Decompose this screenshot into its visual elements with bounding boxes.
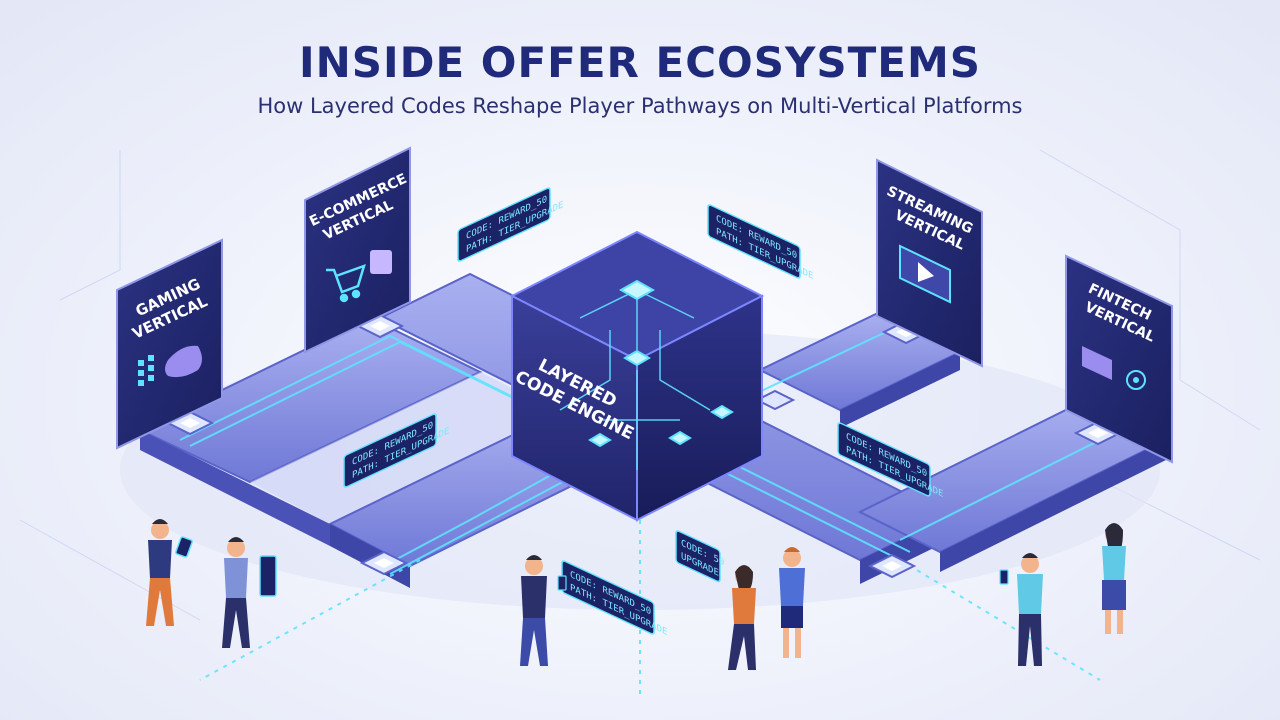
person-with-phone [520, 555, 567, 666]
page-subtitle: How Layered Codes Reshape Player Pathway… [257, 94, 1023, 118]
person-standing [1102, 523, 1126, 634]
gamepad-icon [138, 345, 202, 386]
shopping-cart-icon [326, 263, 366, 303]
panel-fintech: FINTECH VERTICAL [1065, 254, 1173, 464]
gift-box-icon [370, 250, 392, 274]
person-with-tablet [146, 519, 193, 626]
code-tag: CODE: REWARD_50 PATH: TIER_UPGRADE [457, 187, 564, 262]
person-with-phone [999, 553, 1043, 666]
panel-streaming: STREAMING VERTICAL [876, 158, 983, 368]
card-network-icon [1082, 346, 1146, 390]
layered-code-engine: LAYERED CODE ENGINE [509, 230, 765, 522]
person-with-tablet [222, 537, 277, 648]
code-tag: CODE: REWARD_50 PATH: TIER_UPGRADE [707, 204, 814, 282]
page-title: INSIDE OFFER ECOSYSTEMS [298, 38, 982, 87]
person-talking [728, 565, 756, 670]
panel-ecommerce: E-COMMERCE VERTICAL [304, 146, 411, 354]
panel-gaming: GAMING VERTICAL [116, 238, 223, 450]
person-talking [779, 547, 805, 658]
play-icon [899, 244, 951, 304]
